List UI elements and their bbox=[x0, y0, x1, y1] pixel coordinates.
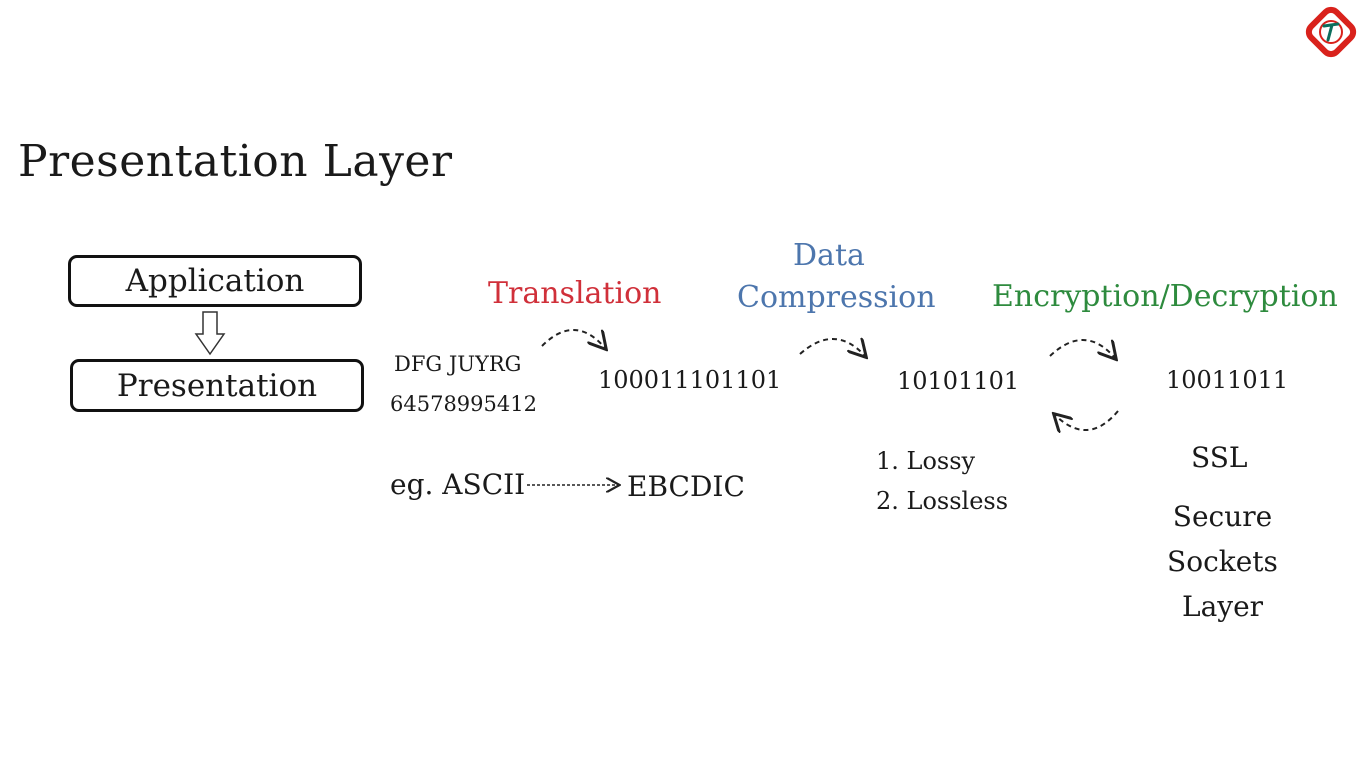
translation-heading: Translation bbox=[488, 276, 662, 311]
ssl-expansion-word: Secure bbox=[1172, 500, 1273, 533]
compression-heading-line2: Compression bbox=[737, 280, 936, 315]
down-arrow-icon bbox=[194, 311, 226, 356]
ssl-expansion: Secure Sockets Layer bbox=[1150, 494, 1295, 629]
application-label: Application bbox=[125, 263, 305, 299]
presentation-label: Presentation bbox=[116, 367, 318, 404]
translation-input-line2: 64578995412 bbox=[390, 392, 537, 416]
compression-binary: 10101101 bbox=[897, 367, 1020, 395]
example-ascii: eg. ASCII bbox=[390, 468, 526, 501]
curved-dashed-arrow-icon bbox=[799, 339, 865, 356]
ssl-label: SSL bbox=[1191, 441, 1248, 474]
encryption-heading: Encryption/Decryption bbox=[992, 279, 1338, 314]
logo-icon bbox=[1298, 2, 1364, 62]
presentation-box: Presentation bbox=[70, 359, 364, 412]
compression-heading-line1: Data bbox=[793, 238, 865, 273]
curved-dashed-arrow-icon bbox=[1055, 410, 1119, 430]
ssl-expansion-word: Sockets bbox=[1167, 545, 1278, 578]
example-ebcdic: EBCDIC bbox=[627, 470, 745, 503]
application-box: Application bbox=[68, 255, 362, 307]
translation-binary: 100011101101 bbox=[598, 366, 782, 394]
translation-input-line1: DFG JUYRG bbox=[394, 352, 522, 376]
compression-type-lossy: 1. Lossy bbox=[876, 447, 976, 475]
curved-dashed-arrow-icon bbox=[1049, 339, 1115, 358]
encryption-binary: 10011011 bbox=[1166, 366, 1289, 394]
curved-dashed-arrow-icon bbox=[541, 329, 605, 348]
compression-type-lossless: 2. Lossless bbox=[876, 487, 1009, 515]
ssl-expansion-word: Layer bbox=[1181, 590, 1264, 623]
page-title: Presentation Layer bbox=[18, 136, 453, 187]
